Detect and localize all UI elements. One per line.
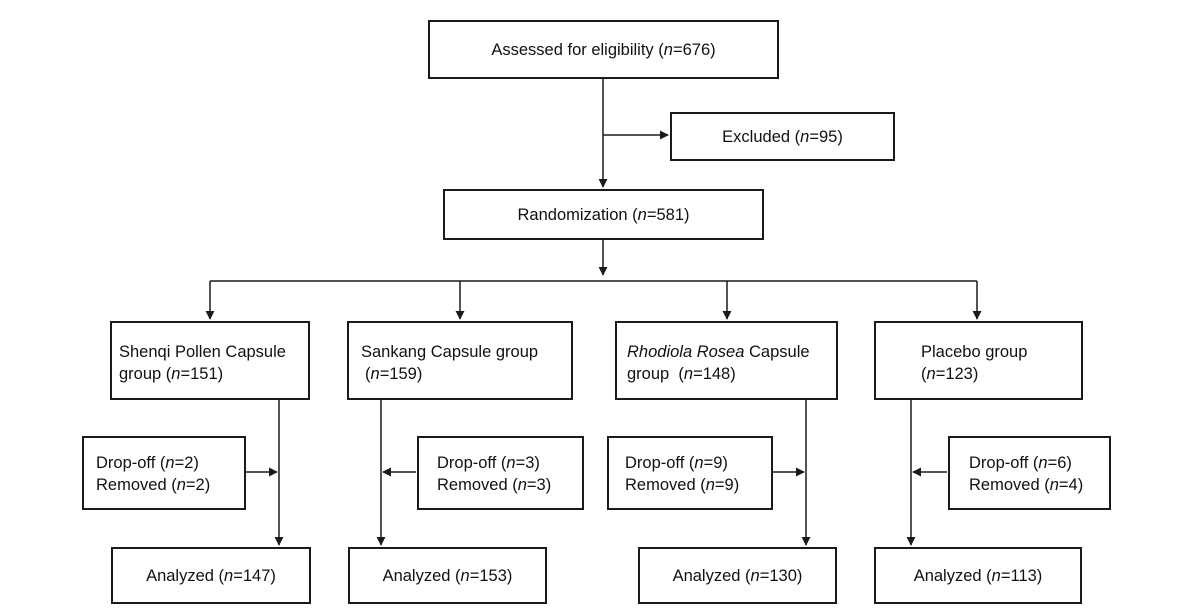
analyzed-count: Analyzed (n=153) [382, 566, 513, 585]
group-name: Rhodiola Rosea Capsule [627, 343, 810, 361]
analyzed-box-placebo: Analyzed (n=113) [874, 547, 1082, 604]
group-count: (n=123) [921, 365, 979, 383]
excluded-box: Excluded (n=95) [670, 112, 895, 161]
dropoff-box-sankang: Drop-off (n=3) Removed (n=3) [417, 436, 584, 510]
removed-count: Removed (n=2) [96, 476, 211, 494]
assessed-label: Assessed for eligibility (n=676) [491, 40, 716, 59]
randomization-label: Randomization (n=581) [517, 205, 690, 224]
group-name: Shenqi Pollen Capsule [119, 343, 286, 361]
dropoff-box-rhodiola: Drop-off (n=9) Removed (n=9) [607, 436, 773, 510]
dropoff-count: Drop-off (n=2) [96, 454, 199, 472]
group-count: (n=159) [365, 365, 423, 383]
assessed-box: Assessed for eligibility (n=676) [428, 20, 779, 79]
analyzed-count: Analyzed (n=147) [146, 566, 276, 585]
analyzed-box-sankang: Analyzed (n=153) [348, 547, 547, 604]
analyzed-box-rhodiola: Analyzed (n=130) [638, 547, 837, 604]
dropoff-box-placebo: Drop-off (n=6) Removed (n=4) [948, 436, 1111, 510]
analyzed-count: Analyzed (n=130) [672, 566, 803, 585]
dropoff-count: Drop-off (n=9) [625, 454, 728, 472]
randomization-box: Randomization (n=581) [443, 189, 764, 240]
group-box-shenqi: Shenqi Pollen Capsule group (n=151) [110, 321, 310, 400]
group-box-placebo: Placebo group (n=123) [874, 321, 1083, 400]
dropoff-count: Drop-off (n=6) [969, 454, 1072, 472]
excluded-label: Excluded (n=95) [722, 127, 843, 146]
removed-count: Removed (n=3) [437, 476, 552, 494]
group-count: group (n=151) [119, 365, 224, 383]
removed-count: Removed (n=9) [625, 476, 740, 494]
group-name: Placebo group [921, 343, 1028, 361]
dropoff-count: Drop-off (n=3) [437, 454, 540, 472]
group-box-rhodiola: Rhodiola Rosea Capsule group (n=148) [615, 321, 838, 400]
group-count: group (n=148) [627, 365, 736, 383]
removed-count: Removed (n=4) [969, 476, 1084, 494]
analyzed-box-shenqi: Analyzed (n=147) [111, 547, 311, 604]
group-box-sankang: Sankang Capsule group (n=159) [347, 321, 573, 400]
dropoff-box-shenqi: Drop-off (n=2) Removed (n=2) [82, 436, 246, 510]
group-name: Sankang Capsule group [361, 343, 539, 361]
analyzed-count: Analyzed (n=113) [913, 566, 1043, 585]
